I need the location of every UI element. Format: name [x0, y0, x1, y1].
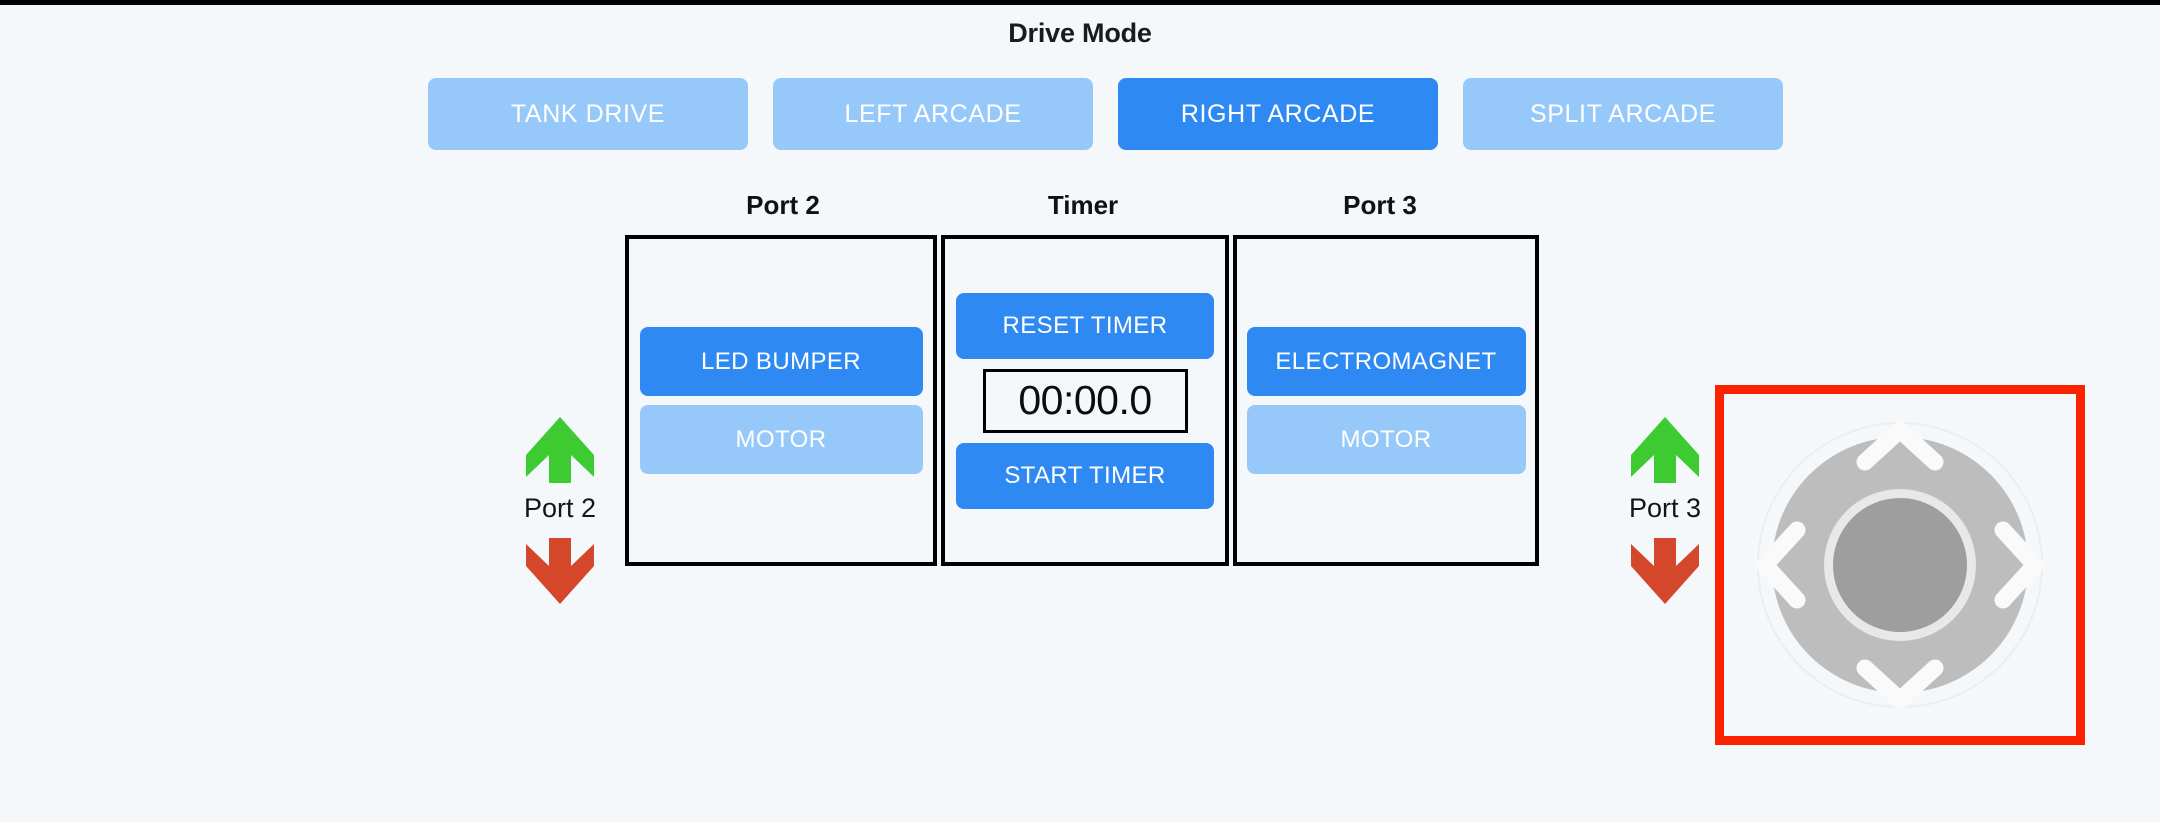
panel-label-row: Port 2 Timer Port 3: [627, 190, 1533, 221]
drive-mode-tank-drive[interactable]: TANK DRIVE: [428, 78, 748, 150]
port2-arrow-stack: Port 2: [460, 415, 660, 606]
arrow-down-icon[interactable]: [1629, 536, 1701, 606]
panel-label-timer: Timer: [1047, 190, 1119, 220]
arrow-up-icon[interactable]: [1629, 415, 1701, 485]
top-divider: [0, 0, 2160, 5]
port3-name-label: Port 3: [1628, 493, 1702, 523]
arrow-up-icon[interactable]: [524, 415, 596, 485]
drive-mode-right-arcade[interactable]: RIGHT ARCADE: [1118, 78, 1438, 150]
arrow-down-icon[interactable]: [524, 536, 596, 606]
port3-arrow-stack: Port 3: [1565, 415, 1765, 606]
dpad-highlight-frame[interactable]: [1715, 385, 2085, 745]
port2-led-bumper-button[interactable]: LED BUMPER: [639, 327, 923, 396]
port3-motor-button[interactable]: MOTOR: [1246, 405, 1526, 474]
port2-motor-button[interactable]: MOTOR: [639, 405, 923, 474]
timer-controls: RESET TIMER 00:00.0 START TIMER: [956, 292, 1214, 509]
panel-label-port2: Port 2: [746, 190, 820, 220]
panel-timer: RESET TIMER 00:00.0 START TIMER: [941, 235, 1229, 566]
port2-name-label: Port 2: [523, 493, 597, 523]
drive-mode-button-group: TANK DRIVE LEFT ARCADE RIGHT ARCADE SPLI…: [428, 78, 1783, 150]
dpad-joystick-icon[interactable]: [1755, 420, 2045, 710]
drive-mode-split-arcade[interactable]: SPLIT ARCADE: [1463, 78, 1783, 150]
drive-mode-left-arcade[interactable]: LEFT ARCADE: [773, 78, 1093, 150]
dpad-right-chevron: [1994, 521, 2044, 609]
timer-display: 00:00.0: [982, 368, 1188, 433]
dpad-up-chevron: [1856, 421, 1944, 471]
port2-device-list: LED BUMPER MOTOR: [639, 327, 923, 474]
start-timer-button[interactable]: START TIMER: [956, 442, 1214, 509]
panel-label-port3: Port 3: [1343, 190, 1417, 220]
panel-group: LED BUMPER MOTOR RESET TIMER 00:00.0 STA…: [625, 235, 1539, 566]
dpad-down-chevron: [1856, 659, 1944, 709]
port3-electromagnet-button[interactable]: ELECTROMAGNET: [1246, 327, 1526, 396]
panel-port3: ELECTROMAGNET MOTOR: [1233, 235, 1539, 566]
port3-device-list: ELECTROMAGNET MOTOR: [1246, 327, 1526, 474]
panel-port2: LED BUMPER MOTOR: [625, 235, 937, 566]
page-title: Drive Mode: [1008, 18, 1152, 48]
dpad-left-chevron: [1756, 521, 1806, 609]
reset-timer-button[interactable]: RESET TIMER: [956, 292, 1214, 359]
